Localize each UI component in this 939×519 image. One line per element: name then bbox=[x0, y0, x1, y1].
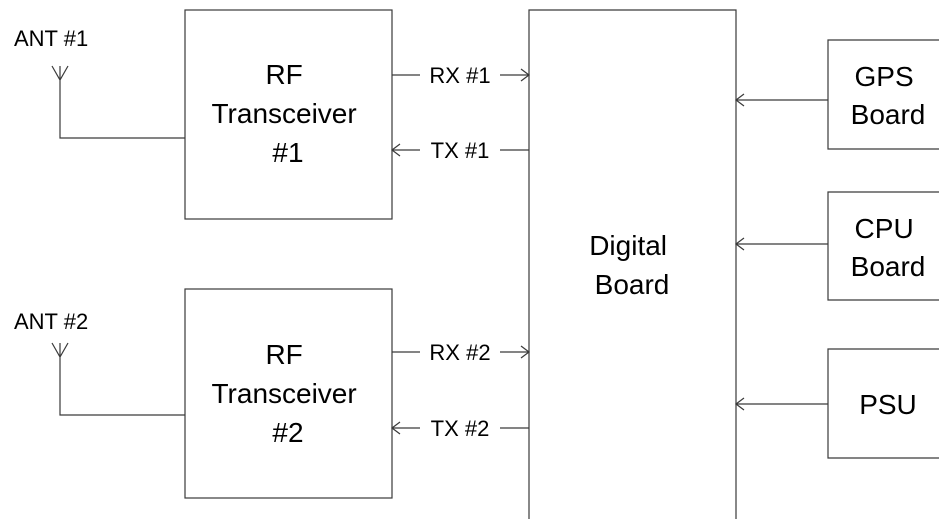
rf-transceiver-2-label: RF Transceiver #2 bbox=[211, 339, 364, 448]
rf-transceiver-2-box bbox=[184, 288, 393, 499]
cpu-board-box bbox=[827, 191, 939, 301]
antenna-2-label: ANT #2 bbox=[14, 309, 88, 334]
psu-label: PSU bbox=[859, 389, 917, 420]
rf-transceiver-1-box bbox=[184, 9, 393, 220]
tx-1-arrowhead bbox=[391, 143, 401, 157]
tx-2-label: TX #2 bbox=[431, 416, 490, 441]
digital-board-box bbox=[528, 9, 737, 519]
tx-1-connection: TX #1 bbox=[391, 138, 529, 163]
cpu-board: CPU Board bbox=[827, 191, 939, 301]
tx-1-label: TX #1 bbox=[431, 138, 490, 163]
rf-transceiver-1-label: RF Transceiver #1 bbox=[211, 59, 364, 168]
rf-transceiver-2: RF Transceiver #2 bbox=[184, 288, 393, 499]
gps-arrowhead bbox=[735, 93, 745, 107]
gps-board-label: GPS Board bbox=[851, 61, 926, 130]
rf-transceiver-1: RF Transceiver #1 bbox=[184, 9, 393, 220]
gps-board-box bbox=[827, 39, 939, 150]
gps-board: GPS Board bbox=[827, 39, 939, 150]
cpu-arrowhead bbox=[735, 237, 745, 251]
antenna-1: ANT #1 bbox=[14, 26, 185, 139]
psu-connection bbox=[735, 397, 828, 411]
cpu-board-label: CPU Board bbox=[851, 213, 926, 282]
antenna-2-icon bbox=[51, 342, 185, 416]
rx-1-connection: RX #1 bbox=[392, 63, 530, 88]
antenna-1-icon bbox=[51, 65, 185, 139]
antenna-2: ANT #2 bbox=[14, 309, 185, 416]
gps-connection bbox=[735, 93, 828, 107]
digital-board-label: Digital Board bbox=[589, 230, 675, 300]
tx-2-arrowhead bbox=[391, 421, 401, 435]
digital-board: Digital Board bbox=[528, 9, 737, 519]
rx-2-label: RX #2 bbox=[429, 340, 490, 365]
psu-arrowhead bbox=[735, 397, 745, 411]
rx-2-connection: RX #2 bbox=[392, 340, 530, 365]
cpu-connection bbox=[735, 237, 828, 251]
rx-1-label: RX #1 bbox=[429, 63, 490, 88]
psu: PSU bbox=[827, 348, 939, 459]
antenna-1-label: ANT #1 bbox=[14, 26, 88, 51]
tx-2-connection: TX #2 bbox=[391, 416, 529, 441]
